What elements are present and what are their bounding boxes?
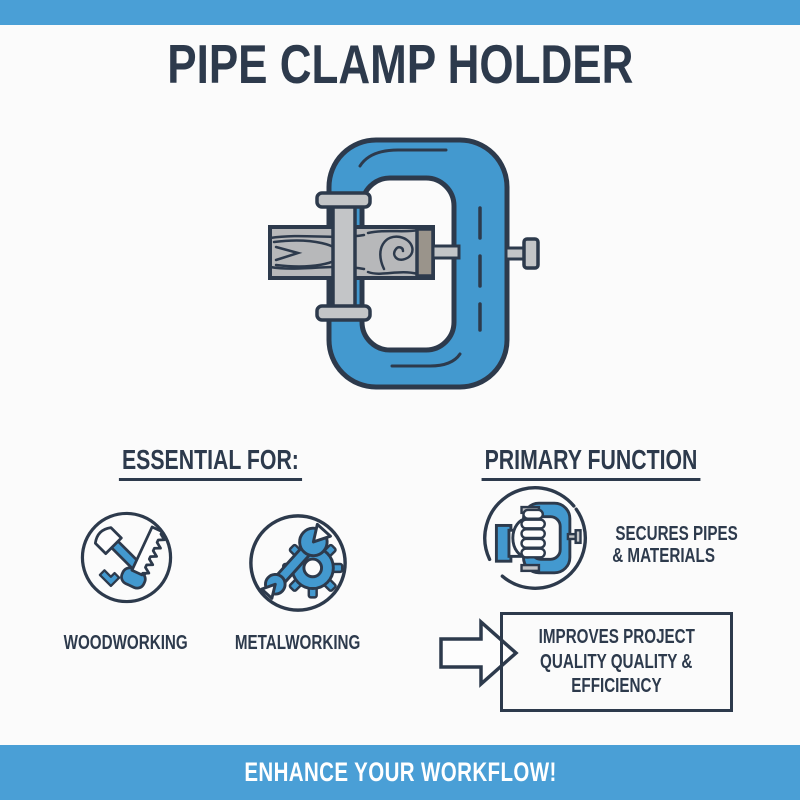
feature-text: SECURES PIPES & MATERIALS bbox=[596, 523, 738, 567]
item-label-woodworking: WOODWORKING bbox=[32, 632, 220, 654]
right-arrow-icon bbox=[439, 618, 519, 688]
footer-banner: ENHANCE YOUR WORKFLOW! bbox=[0, 745, 800, 800]
essential-heading-text: ESSENTIAL FOR: bbox=[118, 446, 302, 481]
benefit-line: QUALITY QUALITY & bbox=[516, 650, 716, 675]
clamp-detail-line-top bbox=[358, 148, 448, 168]
benefit-line: EFFICIENCY bbox=[557, 674, 676, 699]
wood-grain bbox=[268, 228, 420, 276]
side-screw-knob bbox=[522, 237, 540, 270]
square-bracket-glyph bbox=[98, 569, 121, 588]
page-title: PIPE CLAMP HOLDER bbox=[0, 34, 800, 94]
benefit-line: IMPROVES PROJECT bbox=[514, 625, 720, 650]
label-text: WOODWORKING bbox=[63, 632, 189, 654]
clamp-screw-shaft bbox=[431, 244, 461, 260]
slide-bar-bottom-cap bbox=[315, 304, 372, 322]
fist-glyph bbox=[511, 508, 546, 559]
primary-heading-text: PRIMARY FUNCTION bbox=[481, 446, 701, 481]
banner-text: ENHANCE YOUR WORKFLOW! bbox=[243, 757, 557, 787]
clamp-pressure-pad bbox=[415, 227, 435, 278]
top-accent-bar bbox=[0, 0, 800, 25]
hammer-saw-icon bbox=[80, 511, 173, 604]
benefit-line-text: EFFICIENCY bbox=[571, 675, 662, 698]
feature-line-text: SECURES PIPES bbox=[615, 523, 738, 545]
feature-line-text: & MATERIALS bbox=[612, 545, 716, 567]
saw-glyph bbox=[120, 525, 166, 590]
wrench-glyph bbox=[260, 522, 332, 600]
hand-holding-clamp-icon bbox=[483, 486, 588, 590]
benefit-line-text: IMPROVES PROJECT bbox=[538, 626, 695, 649]
mini-clamp-bottom-cap bbox=[520, 563, 541, 573]
pipe-clamp-illustration bbox=[268, 137, 540, 390]
section-heading-primary: PRIMARY FUNCTION bbox=[446, 446, 736, 481]
wrench-gear-icon bbox=[249, 514, 347, 612]
item-label-metalworking: METALWORKING bbox=[204, 632, 392, 654]
page-title-text: PIPE CLAMP HOLDER bbox=[166, 33, 634, 95]
benefit-box: IMPROVES PROJECT QUALITY QUALITY & EFFIC… bbox=[500, 612, 733, 712]
feature-line: & MATERIALS bbox=[596, 545, 732, 567]
label-text: METALWORKING bbox=[235, 632, 361, 654]
benefit-line-text: QUALITY QUALITY & bbox=[540, 650, 693, 673]
icon-open-circle bbox=[483, 486, 588, 590]
icon-circle bbox=[80, 511, 173, 604]
section-heading-essential: ESSENTIAL FOR: bbox=[60, 446, 360, 481]
icon-circle bbox=[249, 514, 347, 612]
clamp-slide-bar bbox=[331, 202, 357, 312]
clamp-detail-line-bottom bbox=[390, 352, 462, 368]
mini-screw-knob bbox=[574, 529, 582, 545]
feature-line: SECURES PIPES bbox=[596, 523, 737, 545]
slide-bar-top-cap bbox=[315, 191, 372, 209]
